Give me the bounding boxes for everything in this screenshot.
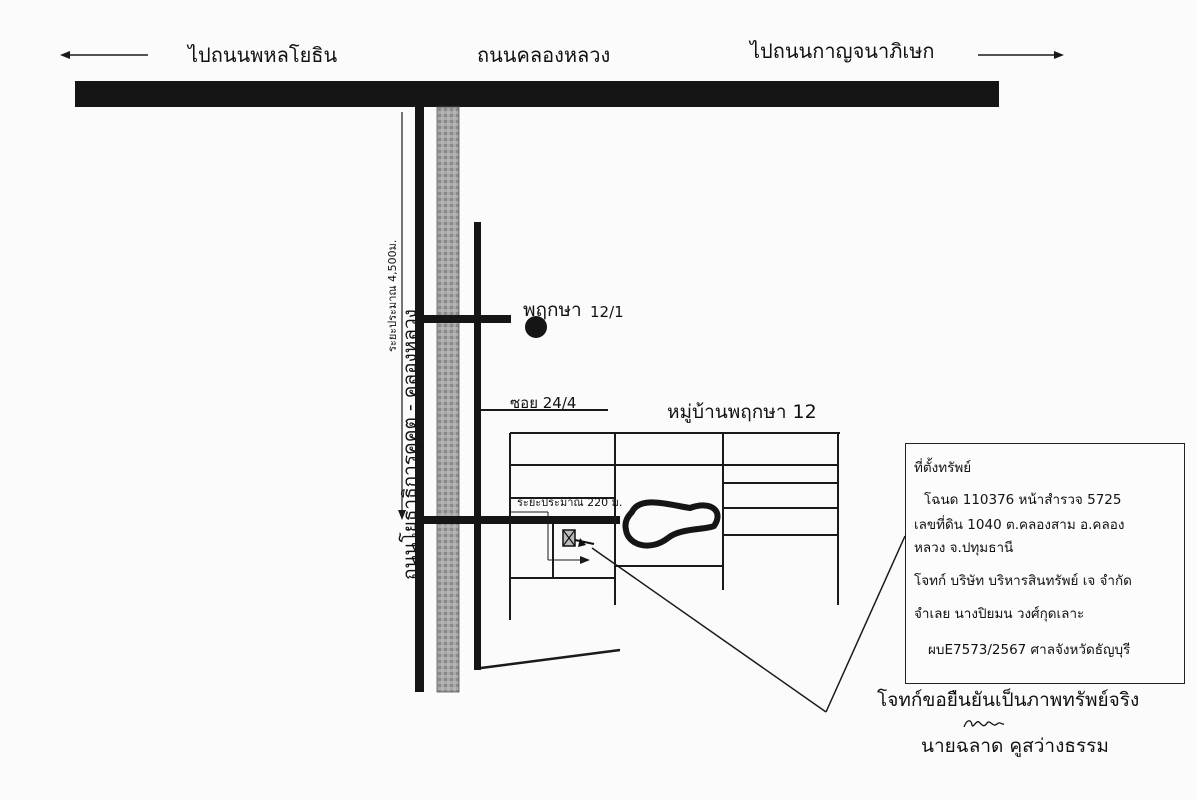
certification-statement: โจทก์ขอยืนยันเป็นภาพทรัพย์จริง [877, 689, 1140, 711]
main-road-khlong-luang [75, 81, 999, 107]
distance-arrow-vertical [398, 112, 406, 520]
access-road [415, 516, 620, 524]
info-case: ผบE7573/2567 ศาลจังหวัดธัญบุรี [928, 642, 1131, 658]
info-defendant: จำเลย นางปิยมน วงศ์กุดเลาะ [914, 606, 1085, 622]
bottom-road [480, 648, 621, 670]
leader-line-property [591, 547, 827, 713]
info-location: หลวง จ.ปทุมธานี [914, 540, 1014, 556]
arrow-right-icon [978, 51, 1064, 59]
inner-road [474, 222, 481, 670]
arrow-left-icon [60, 51, 148, 59]
vertical-road [415, 107, 424, 692]
main-road-label: ถนนคลองหลวง [477, 43, 611, 67]
soi-label: ซอย 24/4 [510, 394, 577, 412]
info-deed: โฉนด 110376 หน้าสำรวจ 5725 [924, 492, 1122, 508]
signature-mark [963, 720, 1005, 728]
certifier-name: นายฉลาด คูสว่างธรรม [921, 735, 1109, 757]
property-info-box: ที่ตั้งทรัพย์ โฉนด 110376 หน้าสำรวจ 5725… [905, 443, 1185, 684]
direction-left-label: ไปถนนพหลโยธิน [188, 43, 338, 67]
info-plaintiff: โจทก์ บริษัท บริหารสินทรัพย์ เจ จำกัด [914, 573, 1132, 589]
canal [436, 106, 460, 693]
village-label: หมู่บ้านพฤกษา 12 [667, 401, 817, 423]
distance-vertical-label: ระยะประมาณ 4,500ม. [386, 239, 399, 352]
filled-circle-icon [525, 316, 547, 338]
village-grid [509, 432, 840, 620]
info-title: ที่ตั้งทรัพย์ [914, 460, 972, 476]
pond-loop [622, 499, 721, 549]
distance-bracket-220 [510, 511, 590, 564]
direction-right-label: ไปถนนกาญจนาภิเษก [750, 39, 935, 63]
landmark-label: พฤกษา [523, 299, 582, 321]
branch-road-12-1 [415, 315, 511, 323]
info-parcel: เลขที่ดิน 1040 ต.คลองสาม อ.คลอง [914, 517, 1125, 533]
distance-220-label: ระยะประมาณ 220 ม. [517, 496, 623, 509]
landmark-number: 12/1 [590, 303, 624, 321]
property-box-icon [562, 529, 595, 547]
leader-line-info [825, 535, 906, 713]
